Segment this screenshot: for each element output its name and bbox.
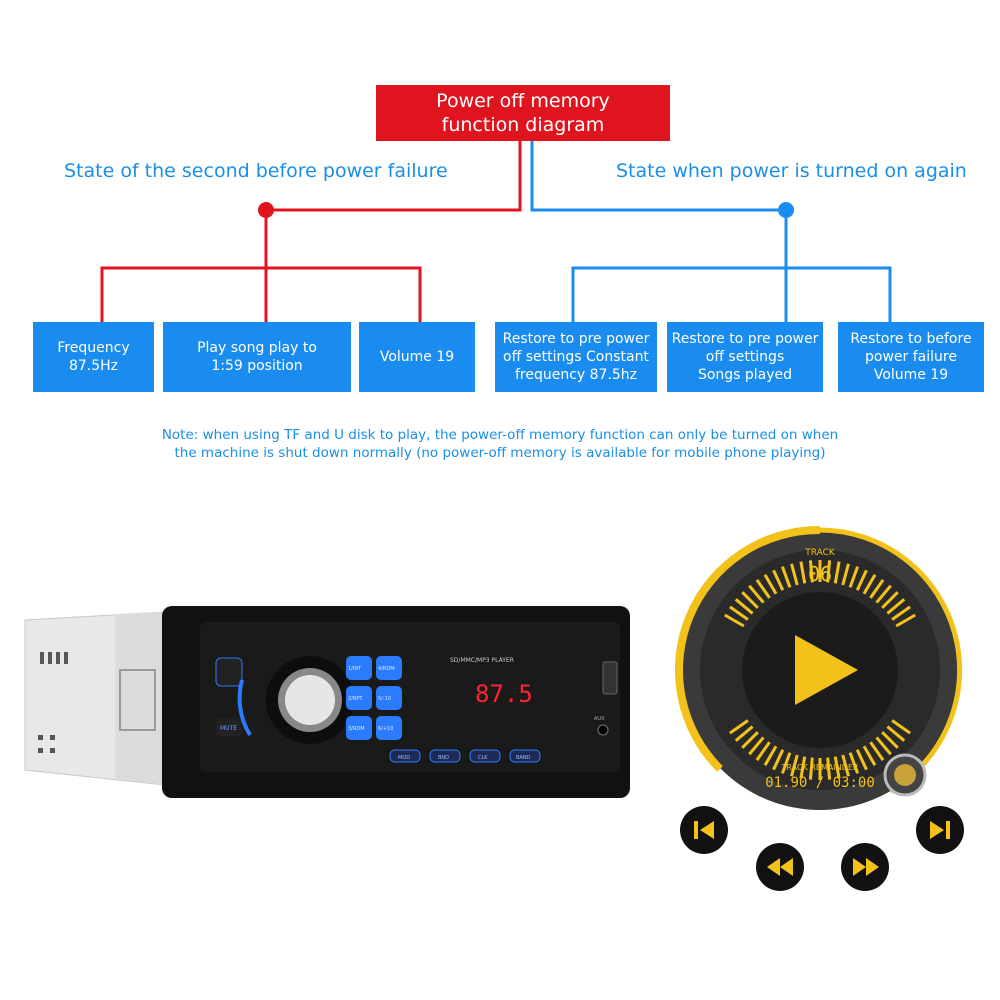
left-box-volume: Volume 19 xyxy=(359,322,475,392)
ring-tick xyxy=(799,561,807,584)
ring-tick xyxy=(841,563,850,586)
ring-tick xyxy=(855,569,868,591)
ring-tick xyxy=(723,613,745,628)
ring-tick xyxy=(869,741,885,761)
ring-tick xyxy=(729,605,749,621)
ring-tick xyxy=(755,579,771,599)
diagram-title: Power off memory function diagram xyxy=(376,85,670,141)
ring-tick xyxy=(780,752,792,774)
ring-tick xyxy=(862,573,877,595)
rewind-icon xyxy=(767,858,780,876)
ring-tick xyxy=(741,591,759,609)
preset-button-4: 4/RDM xyxy=(378,666,395,672)
bottom-button-1: MOD xyxy=(398,755,410,761)
ring-tick xyxy=(833,756,841,779)
ring-tick xyxy=(772,569,785,591)
note-line-1: Note: when using TF and U disk to play, … xyxy=(161,427,839,443)
ring-tick xyxy=(790,563,799,586)
note-text: Note: when using TF and U disk to play, … xyxy=(0,426,1000,462)
ring-tick xyxy=(881,591,899,609)
ring-tick xyxy=(748,584,765,604)
ring-tick xyxy=(826,560,832,583)
left-junction-dot xyxy=(258,202,274,218)
ring-tick xyxy=(763,745,778,767)
preset-button-1: 1/INT xyxy=(348,666,362,672)
title-line-2: function diagram xyxy=(441,114,605,136)
ring-tick xyxy=(734,598,754,615)
ring-tick xyxy=(741,731,759,749)
right-box-volume: Restore to before power failure Volume 1… xyxy=(838,322,984,392)
rewind-button xyxy=(756,843,804,891)
left-connector xyxy=(100,141,522,322)
ring-tick xyxy=(780,566,792,588)
left-heading: State of the second before power failure xyxy=(64,160,448,182)
car-radio-image: MUTE 1/INT 2/RPT 3/RDM 4/RDM 5/-10 6/+10… xyxy=(24,606,630,798)
ring-tick xyxy=(855,749,868,771)
track-time: 01.90 / 03:00 xyxy=(765,775,875,791)
bottom-button-4: BAND xyxy=(516,755,531,761)
ring-tick xyxy=(875,736,892,756)
ring-tick xyxy=(881,731,899,749)
skip-previous-icon xyxy=(694,821,698,839)
ring-tick xyxy=(895,613,917,628)
ring-tick xyxy=(729,719,749,735)
left-box-song-position: Play song play to 1:59 position xyxy=(163,322,351,392)
ring-tick xyxy=(763,573,778,595)
ring-tick xyxy=(886,725,906,742)
ring-tick xyxy=(734,725,754,742)
ring-tick xyxy=(875,584,892,604)
ring-tick xyxy=(848,752,860,774)
fast-forward-button xyxy=(841,843,889,891)
radio-display: 87.5 xyxy=(475,680,533,708)
fast-forward-icon xyxy=(853,858,866,876)
preset-button-6: 6/+10 xyxy=(378,726,393,732)
ring-tick xyxy=(886,598,906,615)
skip-next-icon xyxy=(930,821,944,839)
track-number: 06 xyxy=(808,562,832,586)
radio-aux-label: AUX xyxy=(594,716,605,722)
connector-lines xyxy=(100,141,892,322)
ring-tick xyxy=(808,560,814,583)
ring-tick xyxy=(755,741,771,761)
ring-tick xyxy=(826,757,832,780)
track-remainder-label: TRACK REMAINDER xyxy=(781,763,859,772)
radio-mute-label: MUTE xyxy=(220,725,237,732)
right-box-frequency: Restore to pre power off settings Consta… xyxy=(495,322,657,392)
bottom-button-3: CLK xyxy=(478,755,488,761)
music-player-graphic: TRACK 06 TRACK REMAINDER 01.90 / 03:00 xyxy=(675,525,964,891)
ring-tick xyxy=(790,754,799,777)
preset-button-3: 3/RDM xyxy=(348,726,365,732)
ring-tick xyxy=(891,605,911,621)
right-heading: State when power is turned on again xyxy=(616,160,967,182)
bottom-button-2: BND xyxy=(438,755,449,761)
ring-tick xyxy=(772,749,785,771)
ring-tick xyxy=(848,566,860,588)
play-icon xyxy=(795,635,858,705)
preset-button-2: 2/RPT xyxy=(348,696,363,702)
ring-tick xyxy=(799,756,807,779)
right-connector xyxy=(530,141,892,322)
ring-tick xyxy=(748,736,765,756)
radio-label: SD/MMC/MP3 PLAYER xyxy=(450,657,514,664)
title-line-1: Power off memory xyxy=(436,90,610,112)
usb-port-icon xyxy=(602,661,618,695)
ring-tick xyxy=(808,757,814,780)
ring-tick xyxy=(869,579,885,599)
ring-tick xyxy=(833,561,841,584)
right-box-songs: Restore to pre power off settings Songs … xyxy=(667,322,823,392)
left-box-frequency: Frequency 87.5Hz xyxy=(33,322,154,392)
ring-tick xyxy=(841,754,850,777)
skip-next-button xyxy=(916,806,964,854)
skip-previous-button xyxy=(680,806,728,854)
ring-tick xyxy=(862,745,877,767)
aux-jack-icon xyxy=(597,724,609,736)
ring-tick xyxy=(891,719,911,735)
preset-button-5: 5/-10 xyxy=(378,696,391,702)
track-label: TRACK xyxy=(804,548,836,558)
note-line-2: the machine is shut down normally (no po… xyxy=(174,445,826,461)
right-junction-dot xyxy=(778,202,794,218)
